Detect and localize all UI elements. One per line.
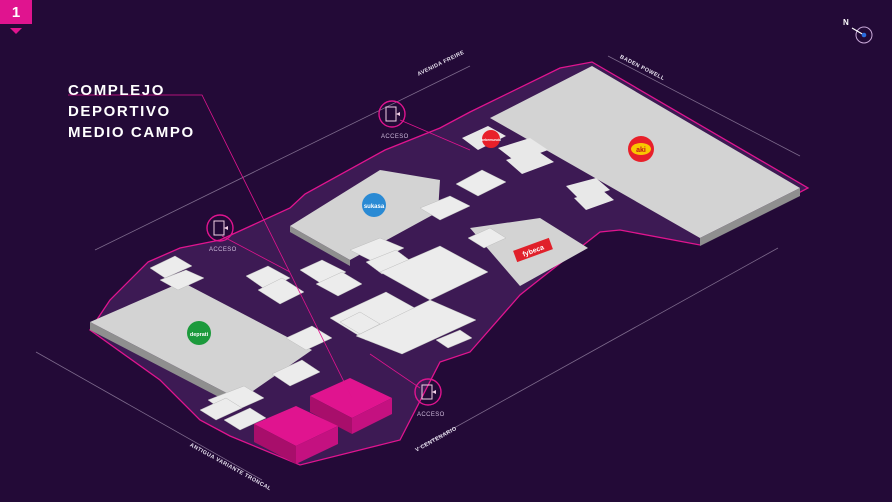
store-logo-clothes-text: deprati	[190, 332, 209, 338]
compass-icon	[851, 26, 873, 44]
entrance-icon[interactable]	[206, 214, 234, 242]
entrance-label: ACCESO	[209, 247, 237, 253]
callout-line: MEDIO CAMPO	[68, 124, 195, 141]
callout-complex-label: COMPLEJO DEPORTIVO MEDIO CAMPO	[68, 80, 195, 143]
entrance-leader-north	[399, 119, 471, 151]
compass-label: N	[843, 18, 849, 27]
anchor-store-home[interactable]	[290, 170, 440, 260]
callout-leader-line	[68, 94, 353, 399]
store-logo-toys-text: bebemundo	[481, 138, 501, 142]
entrance-label: ACCESO	[417, 412, 445, 418]
street-line-v-centenario	[417, 247, 779, 449]
entrance-leader-west	[221, 235, 291, 273]
store-logo-toys[interactable]: bebemundo	[481, 130, 501, 148]
store-logo-home-text: sukasa	[364, 204, 385, 210]
entrance-leader-south	[369, 353, 421, 389]
street-line-avenida-freire	[94, 65, 471, 251]
store-logo-super[interactable]: aki	[628, 136, 654, 162]
level-caret-icon	[10, 28, 22, 34]
street-line-antigua-variante	[35, 351, 263, 481]
entrance-icon[interactable]	[414, 378, 442, 406]
entrance-icon[interactable]	[378, 100, 406, 128]
level-badge: 1	[0, 0, 32, 24]
complex-block-upper[interactable]	[310, 378, 392, 418]
store-logo-super-text: aki	[636, 147, 646, 154]
callout-line: DEPORTIVO	[68, 103, 171, 120]
shop-block-north[interactable]	[462, 126, 614, 210]
entrance-label: ACCESO	[381, 134, 409, 140]
callout-line: COMPLEJO	[68, 82, 165, 99]
store-logo-clothes[interactable]: deprati	[187, 321, 211, 345]
street-line-baden-powell	[607, 55, 801, 157]
shop-blocks[interactable]	[149, 169, 507, 431]
store-logo-home[interactable]: sukasa	[362, 193, 386, 217]
